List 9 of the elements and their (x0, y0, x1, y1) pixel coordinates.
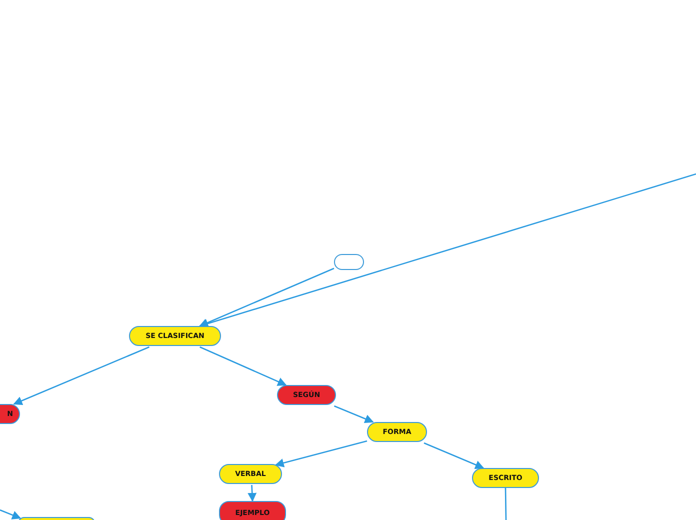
arrow (334, 405, 374, 424)
empty-node (334, 254, 364, 270)
arrow (199, 268, 334, 327)
arrow (200, 346, 287, 386)
arrow (13, 346, 150, 405)
arrow (0, 509, 22, 520)
arrow (274, 440, 368, 468)
arrow (424, 442, 484, 469)
arrow (248, 484, 257, 502)
